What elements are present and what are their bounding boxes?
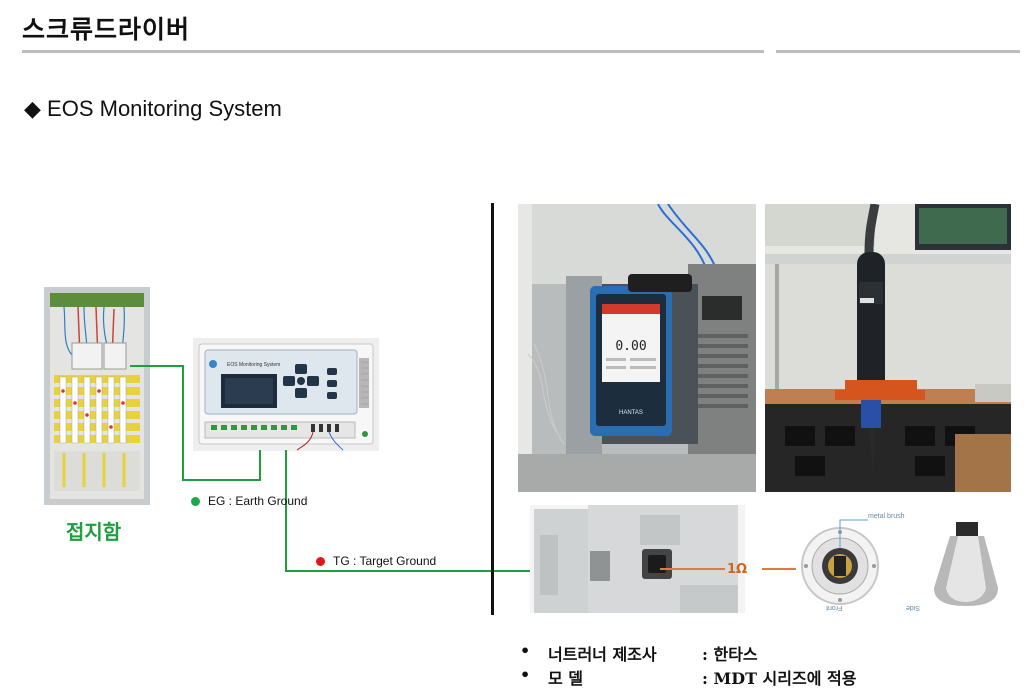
tg-line-vertical [285, 450, 287, 571]
eg-line-horizontal-bottom [182, 479, 261, 481]
tg-legend-text: TG : Target Ground [333, 554, 437, 568]
resistance-arrow-right [762, 568, 796, 570]
section-title: EOS Monitoring System [47, 96, 282, 121]
metal-brush-label: metal brush [868, 513, 905, 520]
eg-line-up-to-device [259, 450, 261, 481]
eos-monitor-device-photo: EOS Monitoring System [193, 338, 379, 451]
eg-line-horizontal-top [130, 365, 183, 367]
eg-dot-icon [191, 497, 200, 506]
spec-list: • 너트러너 제조사 : 한타스 • 모 델 : MDT 시리즈에 적용 [520, 641, 857, 688]
tg-legend: TG : Target Ground [316, 554, 436, 568]
spec-value: : MDT 시리즈에 적용 [702, 669, 857, 688]
diamond-bullet-icon: ◆ [24, 96, 41, 121]
eg-legend: EG : Earth Ground [191, 494, 307, 508]
device-panel-text: EOS Monitoring System [227, 362, 280, 368]
tg-dot-icon [316, 557, 325, 566]
spec-value: : 한타스 [702, 645, 758, 664]
nutrunner-controller-photo: 0.00 HANTAS [518, 204, 756, 492]
resistance-label: 1Ω [727, 562, 748, 577]
metal-brush-front-diagram [790, 508, 896, 618]
ground-box-label: 접지함 [66, 520, 122, 544]
tg-line-horizontal [285, 570, 655, 572]
resistance-arrow [660, 568, 725, 570]
side-label: Side [906, 604, 921, 611]
page-title: 스크류드라이버 [22, 15, 191, 44]
front-label: Front [826, 604, 843, 611]
section-heading: ◆ EOS Monitoring System [24, 96, 282, 122]
controller-brand: HANTAS [619, 410, 643, 416]
vertical-divider [491, 203, 494, 615]
eg-legend-text: EG : Earth Ground [208, 494, 308, 508]
controller-display-value: 0.00 [615, 339, 646, 354]
spec-key: 너트러너 제조사 [548, 645, 657, 664]
connector-detail-photo [530, 505, 745, 613]
title-rule-left [22, 50, 764, 53]
metal-brush-side-diagram [928, 518, 1004, 610]
ground-box-photo [44, 287, 150, 505]
eg-line-vertical [182, 365, 184, 480]
spec-key: 모 델 [548, 669, 584, 688]
screwdriver-photo [765, 204, 1011, 492]
title-rule-right [776, 50, 1020, 53]
